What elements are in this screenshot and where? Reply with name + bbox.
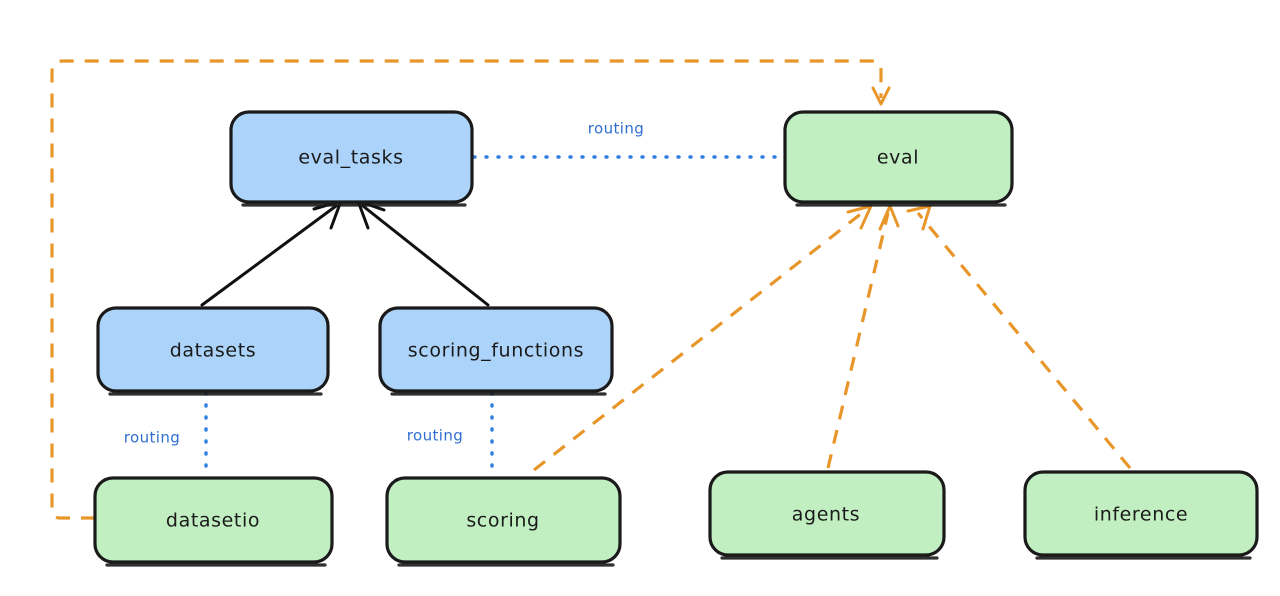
edge-layer — [50, 59, 1132, 520]
node-scoring-functions-shape[interactable] — [378, 306, 614, 393]
node-datasetio-label: datasetio — [166, 510, 260, 532]
node-datasets-label: datasets — [170, 340, 257, 362]
node-scoring-shape[interactable] — [385, 476, 622, 564]
node-eval-tasks-label: eval_tasks — [298, 147, 403, 169]
edge-label-layer: routing routing routing — [124, 120, 644, 447]
node-datasets[interactable]: datasets — [96, 306, 330, 396]
node-eval[interactable]: eval — [783, 110, 1014, 207]
node-scoring-functions[interactable]: scoring_functions — [378, 306, 614, 396]
node-eval-label: eval — [877, 147, 919, 169]
node-datasetio-shape[interactable] — [93, 476, 334, 564]
node-inference-label: inference — [1094, 504, 1188, 526]
edge-agents-to-eval — [826, 204, 900, 469]
edge-label-routing-eval: routing — [588, 120, 644, 138]
edge-label-routing-datasetio: routing — [124, 429, 180, 447]
node-eval-tasks[interactable]: eval_tasks — [229, 110, 474, 207]
arrowhead-icon — [871, 86, 891, 106]
node-scoring[interactable]: scoring — [385, 476, 622, 567]
node-agents-shape[interactable] — [708, 470, 946, 557]
node-eval-shape[interactable] — [783, 110, 1014, 204]
node-layer: eval_tasks eval datasets scoring_functio… — [93, 110, 1259, 567]
node-agents-label: agents — [792, 504, 860, 526]
arrowhead-icon — [906, 204, 932, 231]
edge-label-routing-scoring: routing — [407, 427, 463, 445]
arrowhead-icon — [846, 204, 873, 230]
node-scoring-label: scoring — [466, 510, 539, 532]
node-scoring-functions-label: scoring_functions — [408, 340, 584, 362]
edge-datasetio-to-eval — [50, 59, 891, 520]
edge-datasets-to-eval-tasks — [200, 199, 343, 307]
node-datasetio[interactable]: datasetio — [93, 476, 334, 567]
edge-scoring-functions-to-eval-tasks — [356, 199, 490, 307]
node-inference[interactable]: inference — [1023, 470, 1259, 560]
arrowhead-icon — [878, 204, 900, 231]
node-agents[interactable]: agents — [708, 470, 946, 560]
edge-inference-to-eval — [906, 204, 1132, 470]
node-inference-shape[interactable] — [1023, 470, 1259, 557]
node-eval-tasks-shape[interactable] — [229, 110, 474, 204]
node-datasets-shape[interactable] — [96, 306, 330, 393]
